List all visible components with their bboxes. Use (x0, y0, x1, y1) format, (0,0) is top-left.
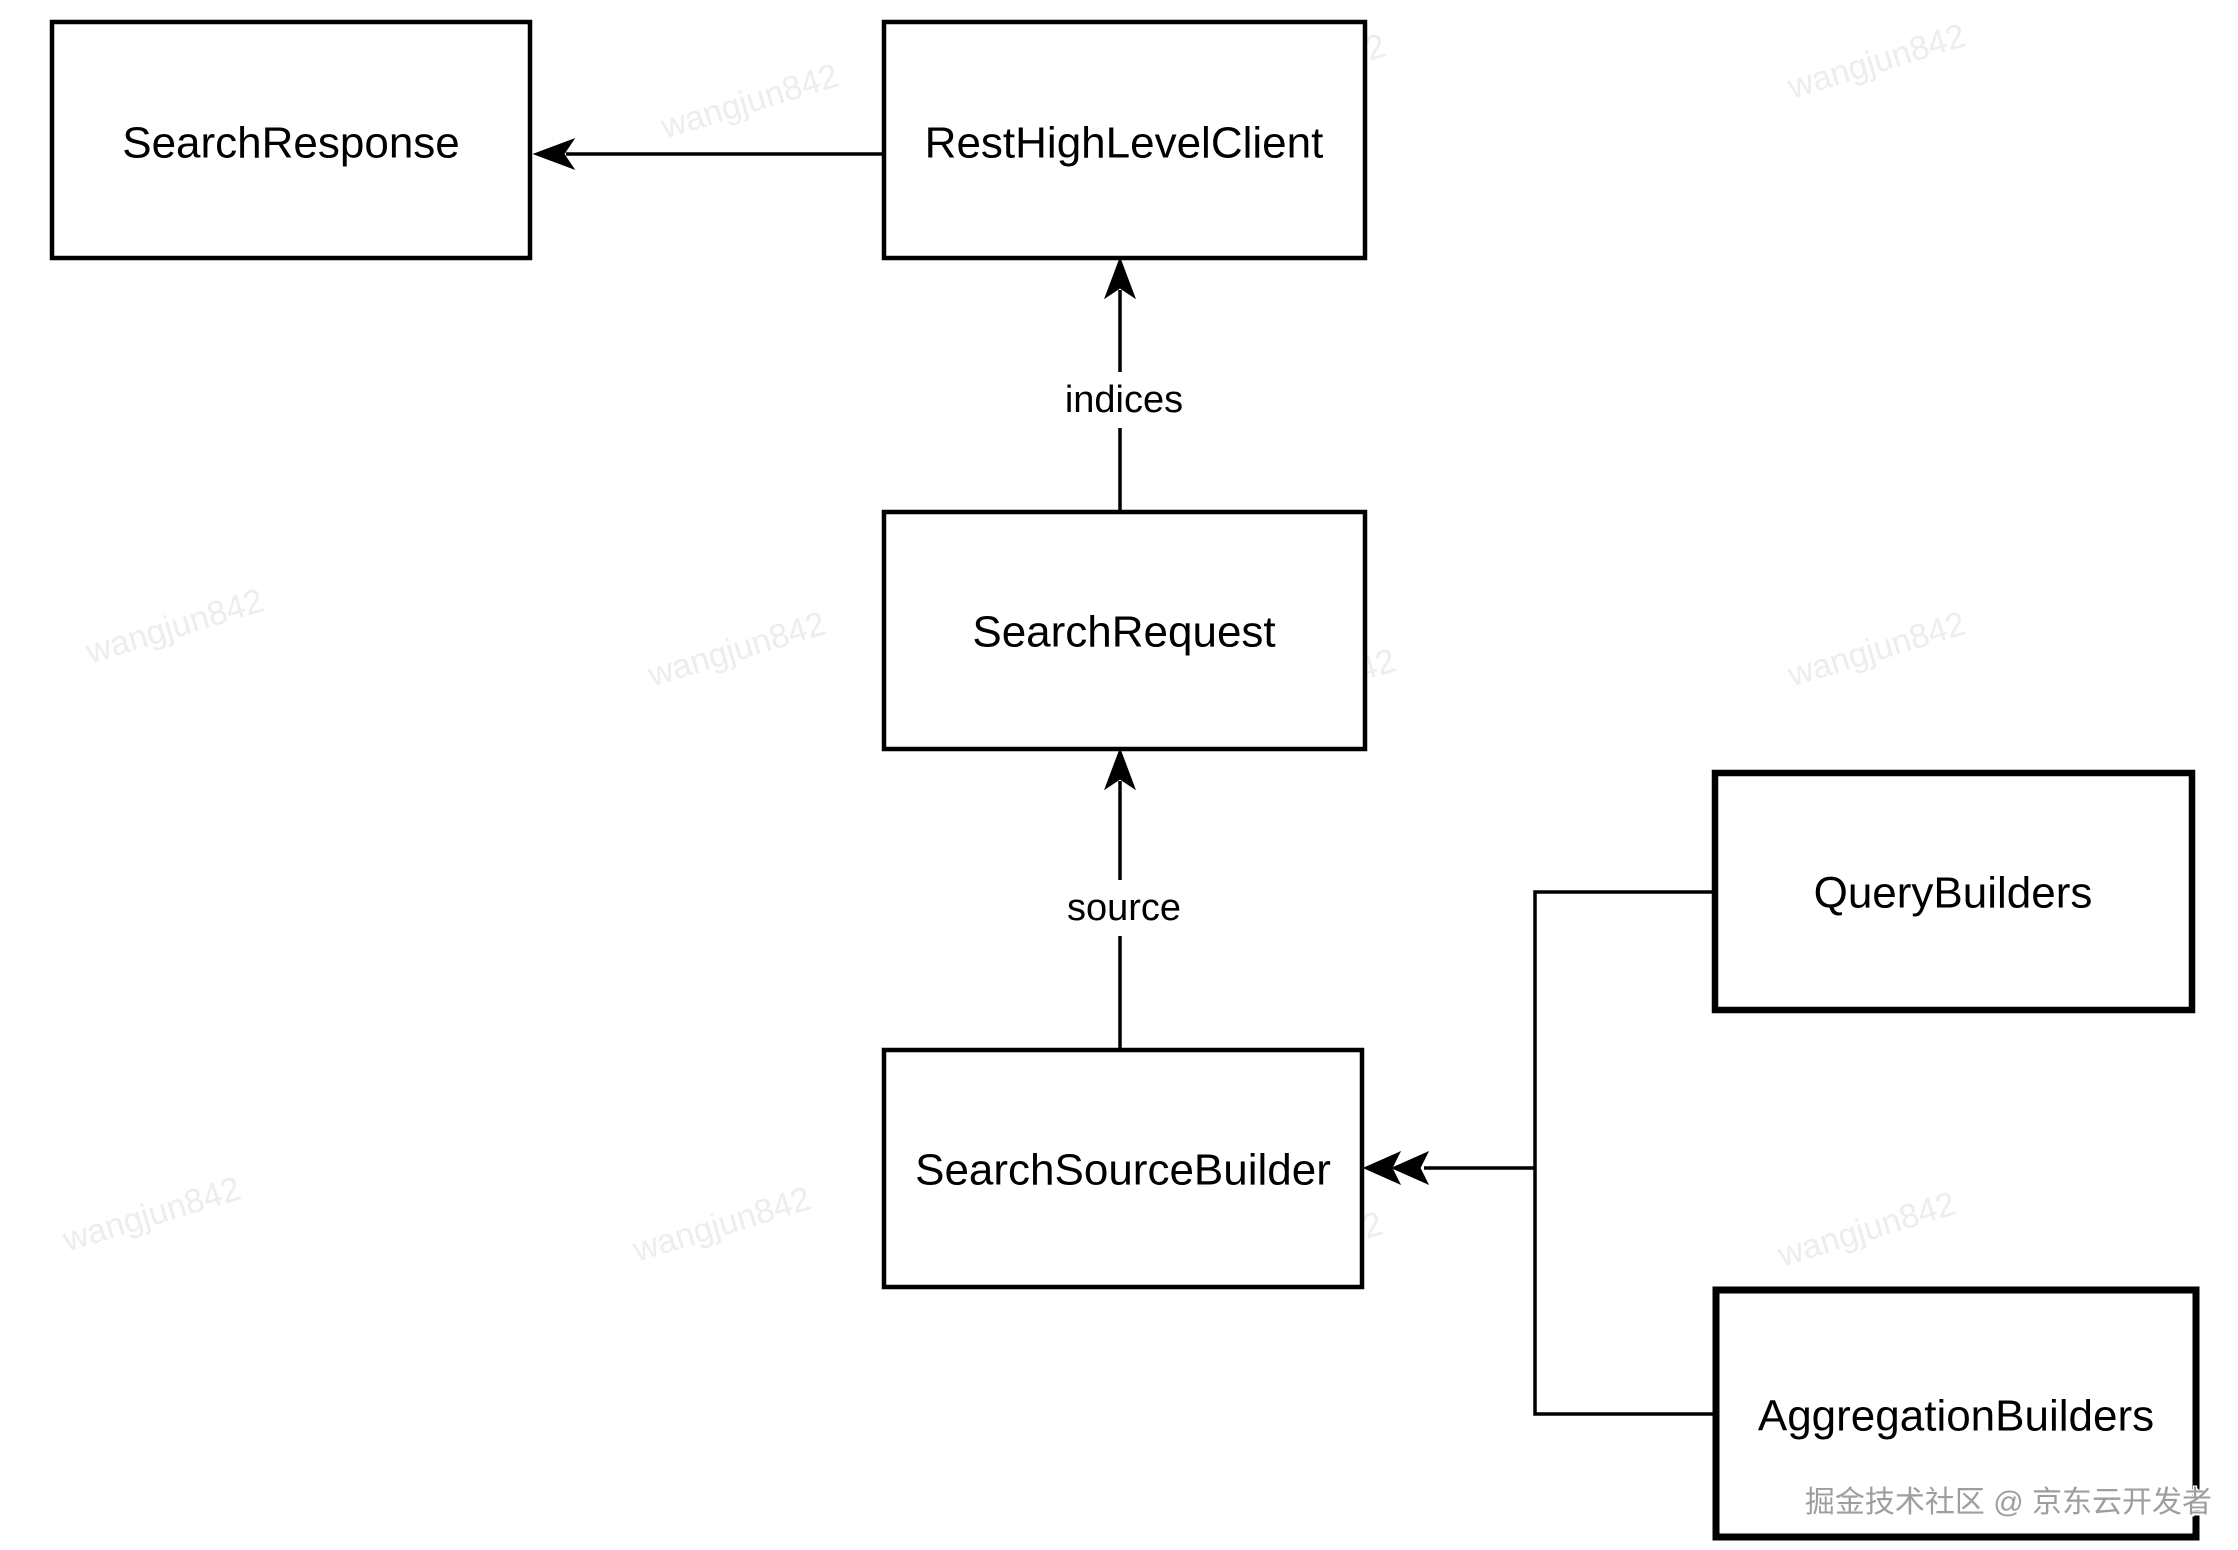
watermark: wangjun842 (1783, 17, 1970, 107)
node-box (881, 1047, 1365, 1290)
arrowhead-up-icon (1103, 747, 1137, 791)
watermark: wangjun842 (628, 1180, 815, 1270)
credit-text: 掘金技术社区 @ 京东云开发者 (1805, 1486, 2212, 1519)
node-label: QueryBuilders (1814, 869, 2093, 918)
node-search-request: SearchRequest (881, 509, 1368, 752)
node-search-response: SearchResponse (49, 19, 533, 261)
node-box (881, 509, 1368, 752)
watermark: wangjun842 (656, 57, 843, 147)
node-box (1712, 1286, 2200, 1541)
node-label: SearchRequest (972, 608, 1275, 657)
node-query-builders: QueryBuilders (1711, 769, 2196, 1014)
arrowhead-up-icon (1103, 256, 1137, 300)
watermark: wangjun842 (1773, 1185, 1960, 1275)
watermark: wangjun842 (58, 1170, 245, 1260)
node-label: RestHighLevelClient (925, 119, 1324, 168)
edge-layer: indices source (532, 137, 1716, 1416)
node-aggregation-builders: AggregationBuilders (1712, 1286, 2200, 1541)
watermark: wangjun842 (1783, 605, 1970, 695)
edge-builders-junction (1533, 890, 1716, 1416)
node-label: AggregationBuilders (1758, 1392, 2154, 1441)
arrowhead-left-icon (532, 137, 576, 171)
node-layer: SearchResponse RestHighLevelClient Searc… (49, 19, 2200, 1541)
node-box (49, 19, 533, 261)
edge-label-indices: indices (1065, 379, 1183, 421)
edge-label-bg (1044, 372, 1204, 428)
node-label: SearchResponse (122, 119, 460, 168)
edge-label-bg (1049, 880, 1199, 936)
node-label: SearchSourceBuilder (915, 1146, 1331, 1195)
node-box (881, 19, 1368, 261)
node-box (1711, 769, 2196, 1014)
node-search-source-builder: SearchSourceBuilder (881, 1047, 1365, 1290)
edge-label-source: source (1067, 887, 1181, 929)
node-rest-high-level-client: RestHighLevelClient (881, 19, 1368, 261)
arrowhead-double-chevron-icon (1390, 1150, 1430, 1186)
watermark: wangjun842 (643, 605, 830, 695)
watermark: wangjun842 (81, 582, 268, 672)
